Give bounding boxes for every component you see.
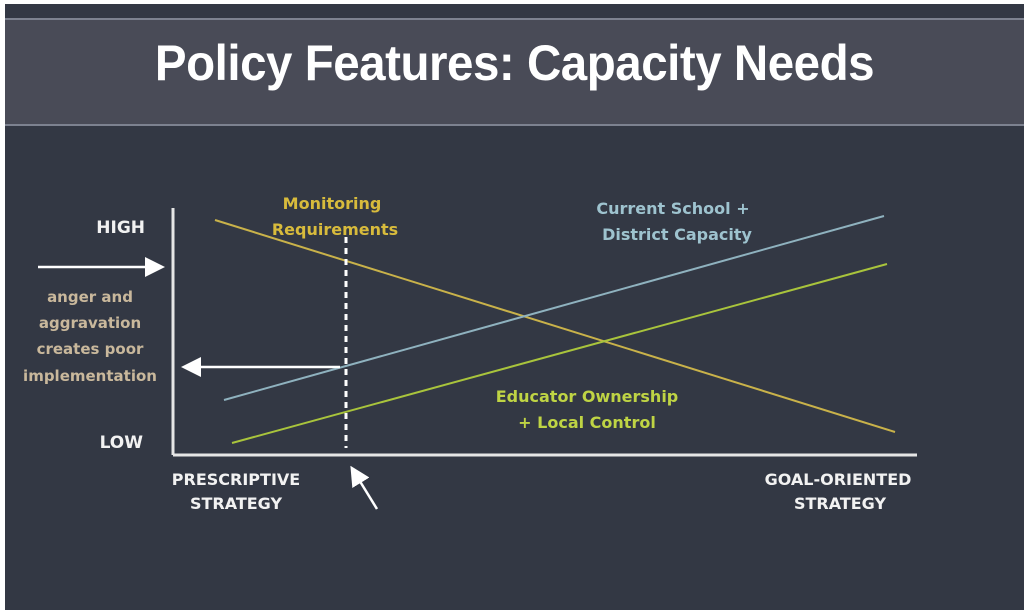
educator-ownership-line — [231, 263, 888, 444]
current-capacity-label: District Capacity — [602, 225, 752, 244]
annotation-text: creates poor — [37, 340, 144, 358]
educator-ownership-label: + Local Control — [518, 413, 656, 432]
y-high-label: HIGH — [96, 218, 145, 238]
slide: Policy Features: Capacity Needs — [5, 4, 1024, 610]
annotation-text: implementation — [23, 367, 157, 385]
monitoring-label: Requirements — [272, 220, 398, 239]
title-bar: Policy Features: Capacity Needs — [5, 18, 1024, 126]
y-low-label: LOW — [100, 433, 144, 453]
current-capacity-line — [223, 215, 885, 401]
x-left-label: PRESCRIPTIVE — [172, 470, 300, 489]
slide-title: Policy Features: Capacity Needs — [154, 35, 875, 91]
educator-ownership-label: Educator Ownership — [496, 387, 679, 406]
annotation-text: anger and — [47, 288, 133, 306]
x-left-label: STRATEGY — [190, 494, 283, 513]
monitoring-requirements-line — [214, 219, 896, 433]
x-right-label: STRATEGY — [794, 494, 887, 513]
x-right-label: GOAL-ORIENTED — [765, 470, 912, 489]
annotation-text: aggravation — [39, 314, 141, 332]
arrow-up-left-icon — [350, 465, 379, 510]
monitoring-label: Monitoring — [283, 194, 382, 213]
current-capacity-label: Current School + — [596, 199, 749, 218]
